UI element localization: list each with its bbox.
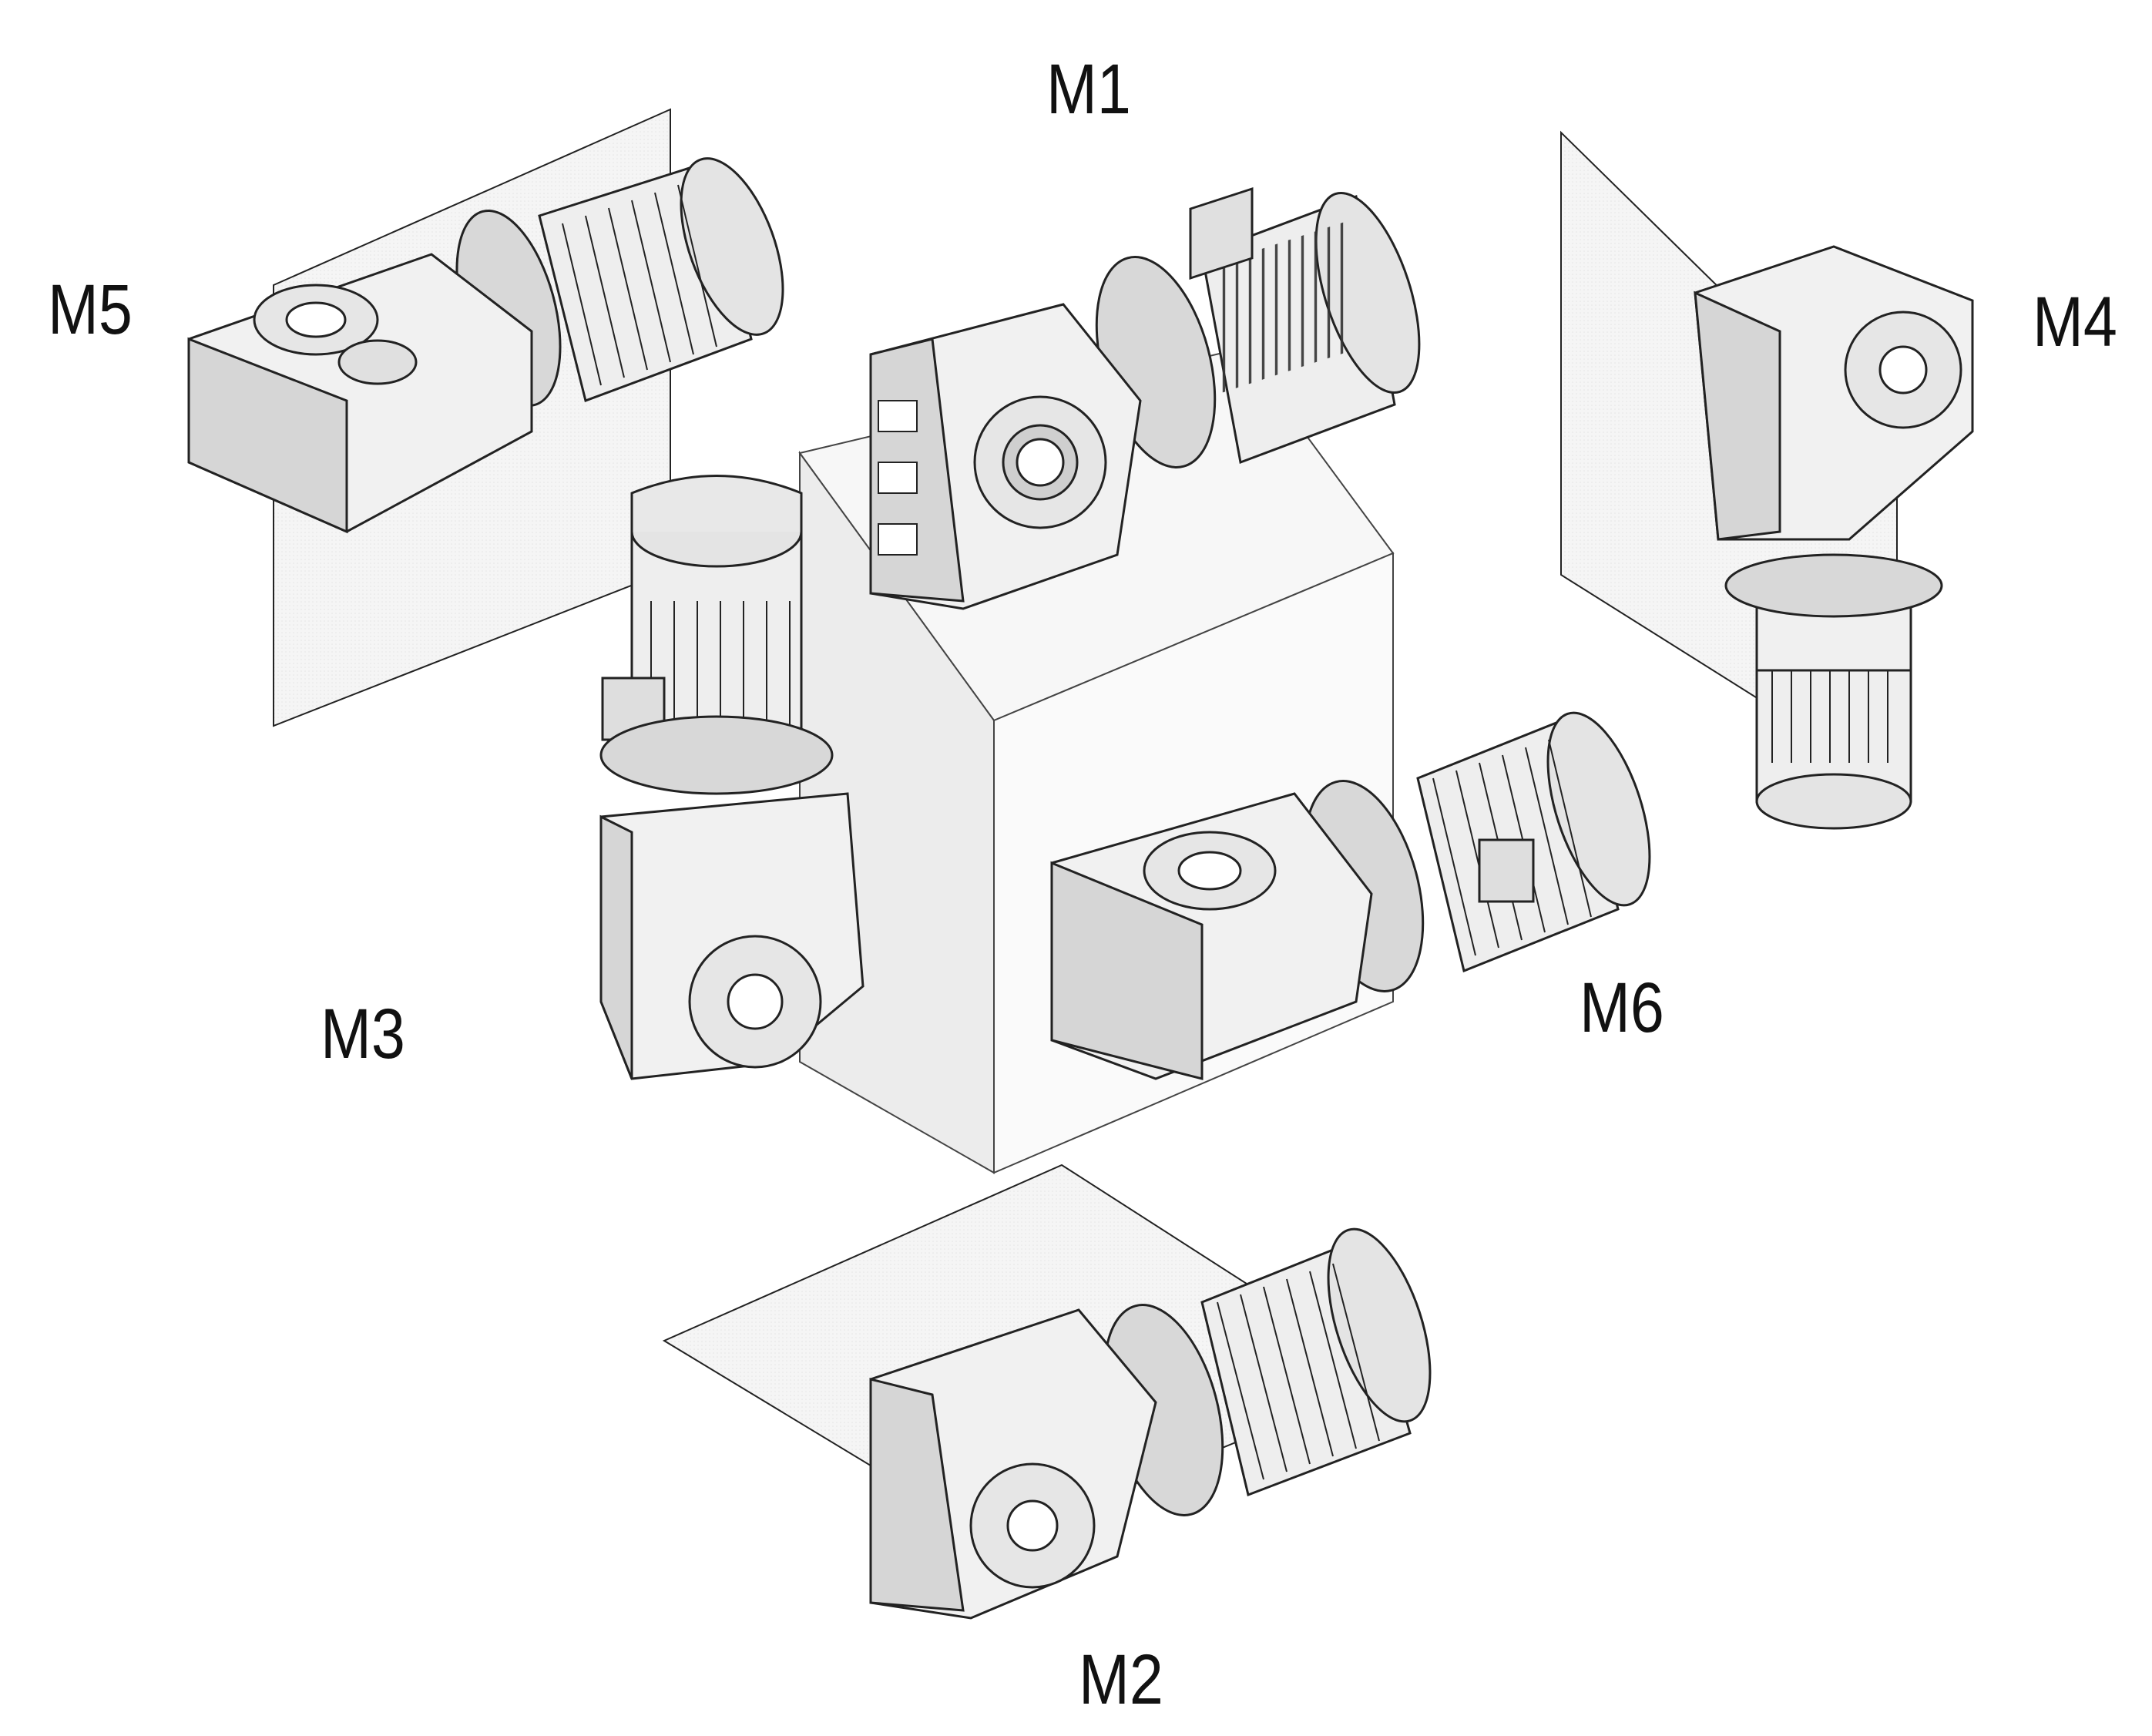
label-m2: M2 (1079, 1640, 1163, 1719)
label-m5: M5 (48, 270, 133, 349)
gearmotor-m4 (1694, 245, 1974, 830)
label-m6: M6 (1580, 969, 1664, 1047)
label-m4: M4 (2033, 283, 2117, 361)
label-m1: M1 (1046, 50, 1131, 129)
gearmotor-m3 (599, 475, 864, 1080)
label-m3: M3 (321, 995, 405, 1073)
gearmotor-m1 (869, 187, 1421, 610)
gearmotor-m6 (1050, 711, 1651, 1080)
gearmotor-m5 (187, 157, 784, 534)
gearmotor-m2 (869, 1227, 1432, 1620)
